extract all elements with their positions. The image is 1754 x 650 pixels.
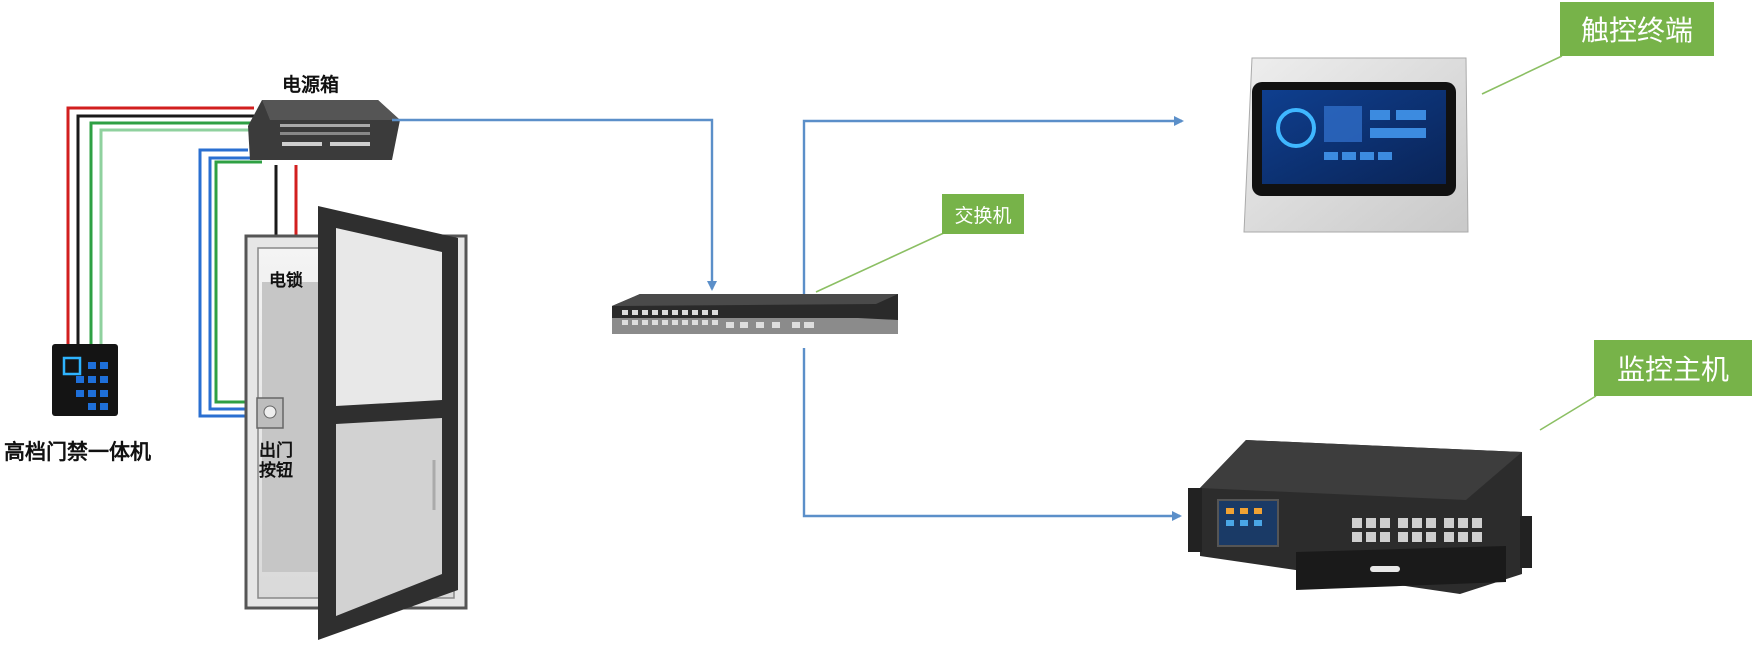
power-box-label: 电源箱 xyxy=(282,74,340,96)
wire-green-exit xyxy=(214,160,262,404)
monitor-host-tag: 监控主机 xyxy=(1594,340,1752,396)
connector-powerbox-to-switch xyxy=(392,118,717,291)
wire-black-reader xyxy=(76,114,254,345)
callout-switch xyxy=(815,231,947,293)
electric-lock-label: 电锁 xyxy=(269,271,303,291)
switch-tag: 交换机 xyxy=(942,194,1024,234)
callout-host xyxy=(1539,395,1597,431)
door-assembly xyxy=(244,206,468,640)
monitor-host-device xyxy=(1188,440,1532,594)
wire-lightgreen-reader xyxy=(99,128,254,345)
power-box xyxy=(248,100,400,160)
wire-green-reader xyxy=(89,121,254,345)
network-connectors xyxy=(392,116,1184,521)
exit-button-label-line1: 出门 xyxy=(259,441,293,461)
access-controller-label: 高档门禁一体机 xyxy=(4,440,151,464)
touch-terminal-device xyxy=(1243,57,1469,233)
network-switch-device xyxy=(612,294,898,334)
wire-blue-exit-2 xyxy=(208,156,258,411)
access-controller-device xyxy=(52,344,118,416)
exit-button-label-line2: 按钮 xyxy=(259,461,293,481)
wire-red-reader xyxy=(66,106,254,345)
wiring xyxy=(66,106,298,418)
callout-terminal xyxy=(1481,55,1563,95)
touch-terminal-tag: 触控终端 xyxy=(1560,2,1714,56)
callout-lines xyxy=(815,55,1597,431)
wire-blue-exit-1 xyxy=(198,148,254,418)
connector-switch-to-terminal xyxy=(802,116,1184,294)
connector-switch-to-host xyxy=(802,348,1182,521)
